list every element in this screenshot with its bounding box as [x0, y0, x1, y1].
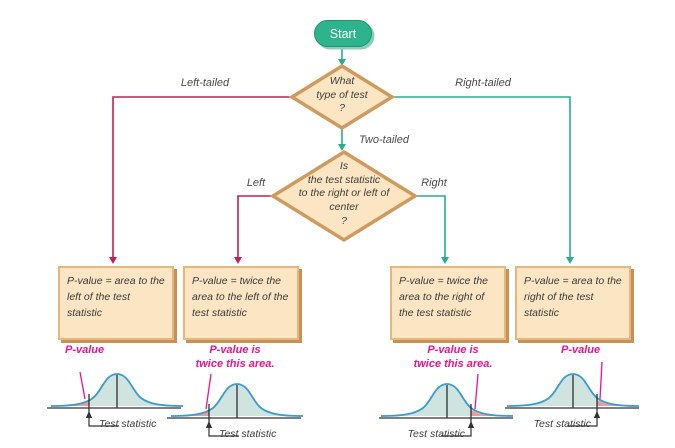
diamond2-line: to the right or left of — [298, 187, 390, 200]
connector-start-to-diamond1 — [338, 45, 346, 66]
distribution-left-tailed: P-value Test statistic — [45, 344, 190, 448]
start-label: Start — [329, 26, 357, 41]
normal-curve-left-tail — [167, 373, 304, 437]
diamond1-line: ? — [339, 102, 345, 115]
pvalue-box-two-tailed-right: P-value = twice the area to the right of… — [390, 266, 506, 340]
distribution-two-tailed-left: P-value is twice this area. Test statist… — [165, 344, 310, 448]
start-node: Start — [314, 20, 372, 47]
diamond-type-of-test-text: What type of test ? — [292, 75, 392, 116]
test-statistic-label: Test statistic — [219, 428, 277, 440]
branch-label-right-tailed: Right-tailed — [455, 77, 511, 89]
connector-right-tailed — [392, 96, 574, 264]
test-statistic-label: Test statistic — [407, 428, 465, 440]
connector-left-branch — [234, 195, 273, 264]
connector-left-tailed — [109, 96, 292, 264]
diamond2-line: ? — [341, 214, 347, 227]
distribution-two-tailed-right: P-value is twice this area. Test statist… — [375, 344, 520, 448]
diamond1-line: type of test — [316, 88, 368, 101]
branch-label-left: Left — [246, 177, 266, 189]
diamond2-line: the test statistic — [307, 173, 381, 186]
diamond1-line: What — [329, 75, 355, 87]
test-statistic-label: Test statistic — [99, 418, 157, 430]
normal-curve-right-tail — [379, 373, 514, 437]
branch-label-right: Right — [421, 177, 447, 189]
branch-label-two-tailed: Two-tailed — [359, 134, 409, 146]
normal-curve-right-tail — [505, 361, 640, 427]
branch-label-left-tailed: Left-tailed — [180, 77, 230, 89]
pvalue-annotation: P-value — [561, 344, 601, 356]
distribution-right-tailed: P-value Test statistic — [501, 344, 646, 448]
pvalue-annotation: P-value is twice this area. — [195, 344, 275, 370]
diamond-left-or-right — [269, 149, 419, 243]
pvalue-box-left-tailed: P-value = area to the left of the test s… — [58, 266, 174, 340]
pvalue-box-right-tailed: P-value = area to the right of the test … — [515, 266, 631, 340]
pvalue-box-two-tailed-left: P-value = twice the area to the left of … — [183, 266, 299, 340]
pvalue-annotation: P-value is twice this area. — [413, 344, 493, 370]
diamond2-line: center — [329, 200, 359, 213]
connector-right-branch — [415, 195, 449, 264]
pvalue-annotation: P-value — [65, 344, 105, 356]
test-statistic-label: Test statistic — [533, 418, 591, 430]
diamond-type-of-test — [288, 63, 396, 131]
diamond2-line: Is — [339, 160, 349, 172]
normal-curve-left-tail — [47, 371, 184, 427]
diamond-left-or-right-text: Is the test statistic to the right or le… — [274, 160, 414, 228]
connector-two-tailed — [338, 129, 346, 151]
